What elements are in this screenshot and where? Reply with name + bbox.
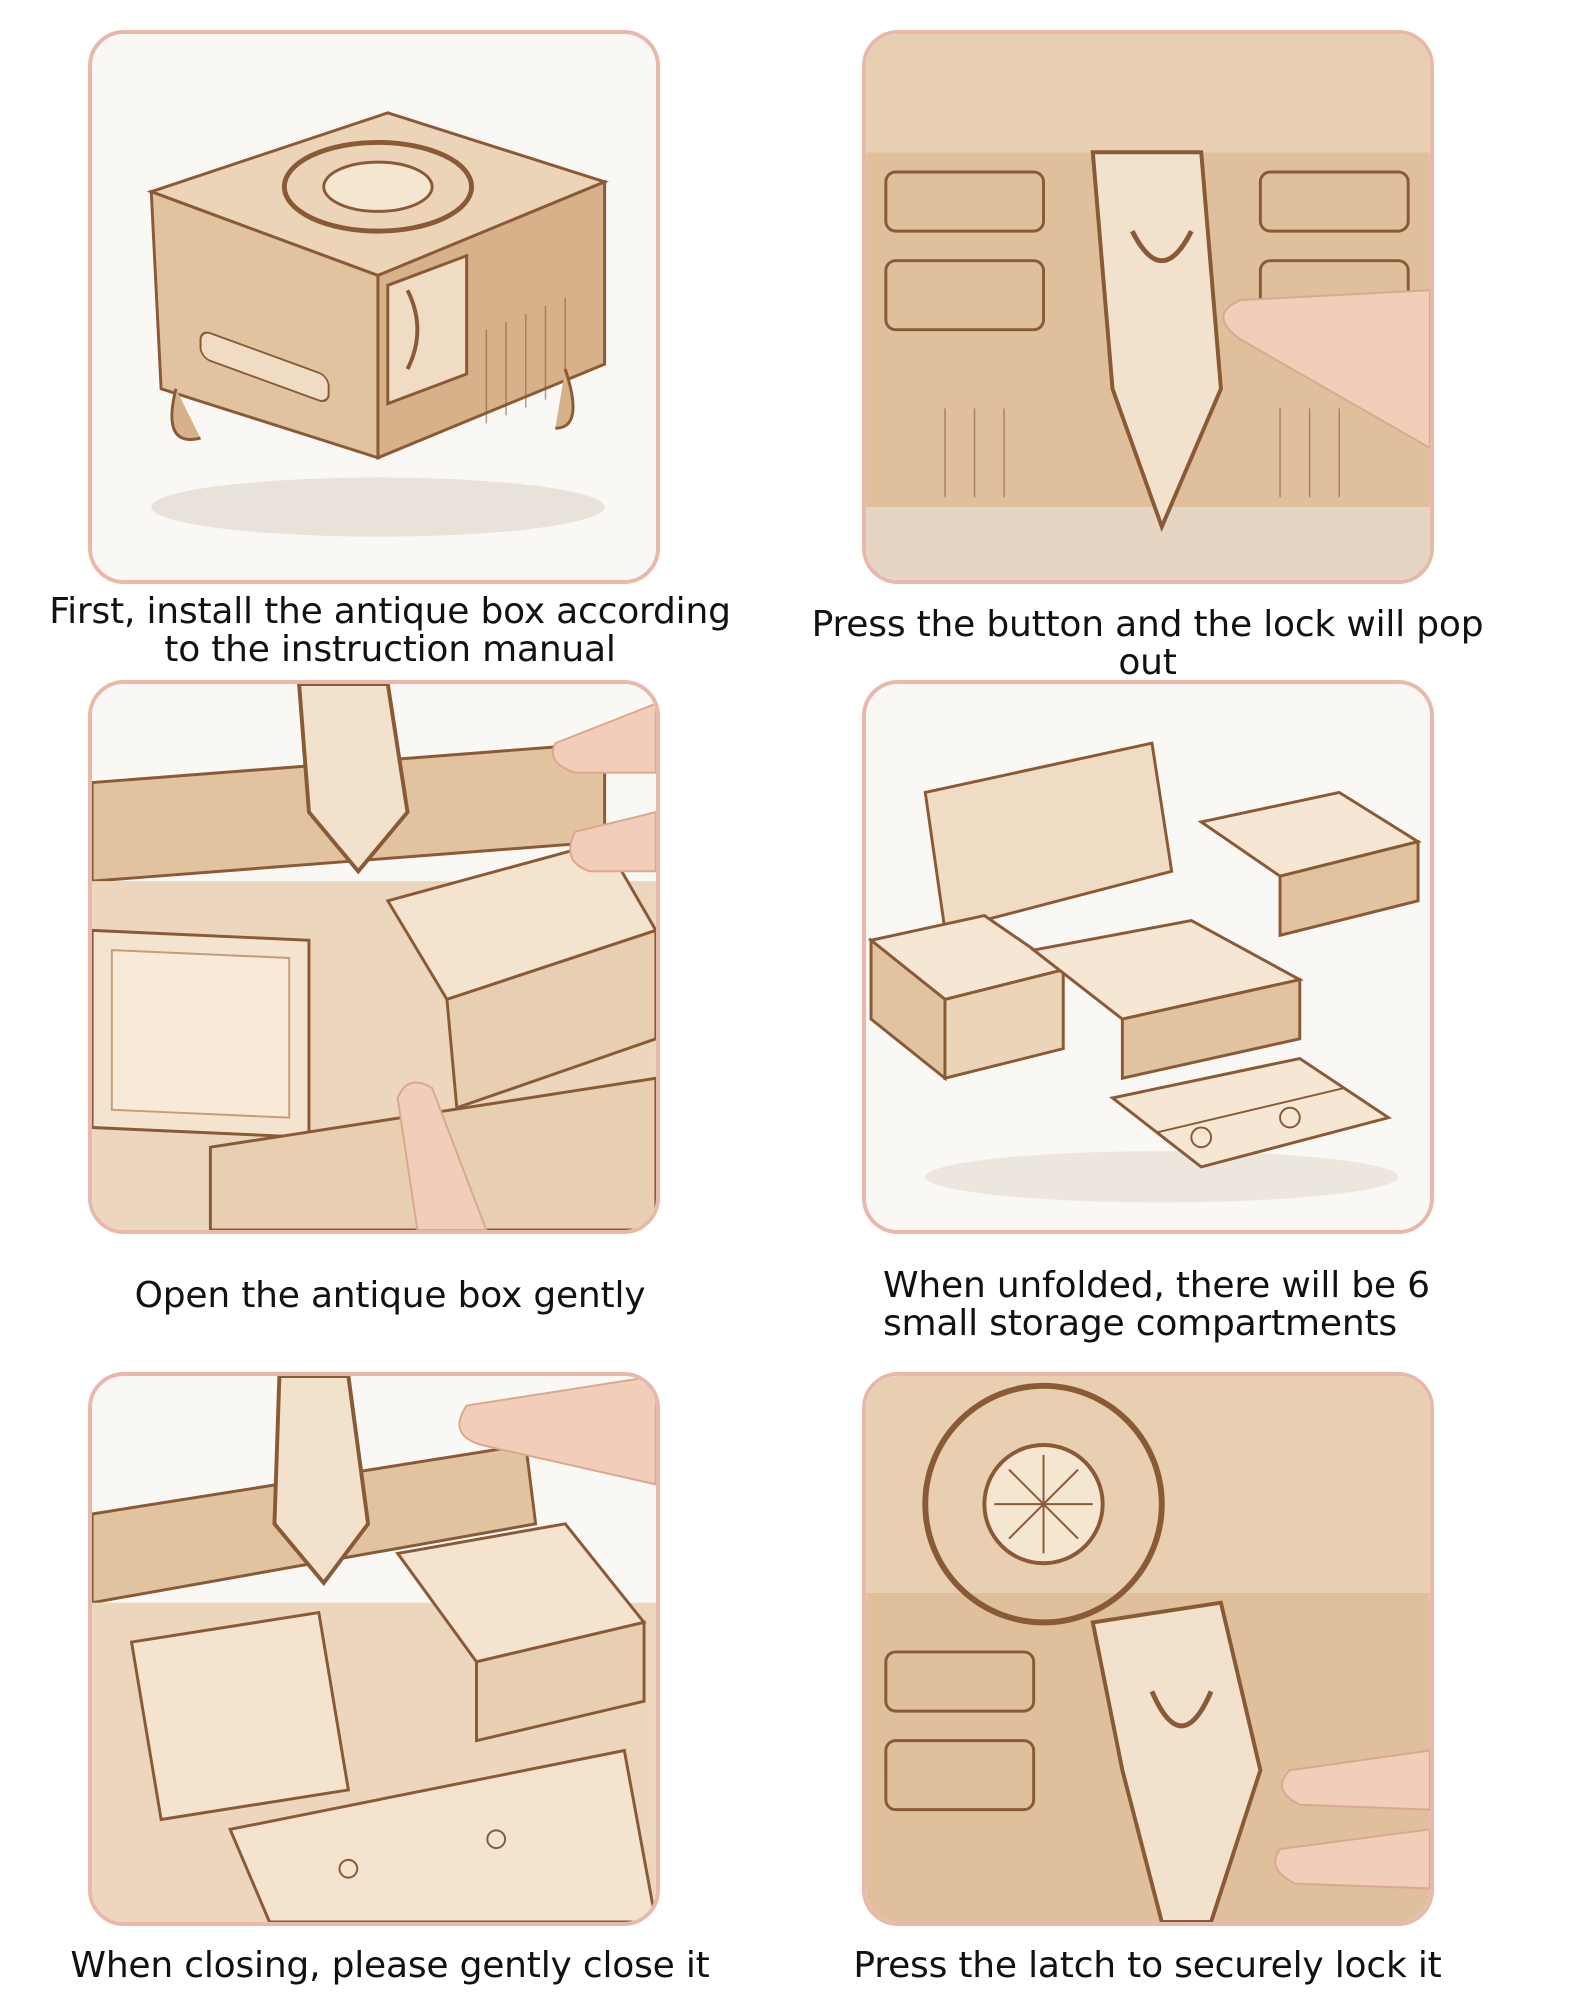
caption-panel-6: Press the latch to securely lock it <box>790 1947 1505 1985</box>
closing-box-illustration <box>92 1376 656 1922</box>
photo-unfolded-compartments <box>862 680 1434 1234</box>
photo-open-box <box>88 680 660 1234</box>
caption-line: to the instruction manual <box>164 629 616 670</box>
lock-latch-illustration <box>866 1376 1430 1922</box>
caption-line: First, install the antique box according <box>49 591 731 632</box>
open-box-illustration <box>92 684 656 1230</box>
caption-panel-2: Press the button and the lock will pop o… <box>790 606 1505 682</box>
caption-line: Press the latch to securely lock it <box>853 1945 1442 1986</box>
caption-line: Open the antique box gently <box>134 1275 646 1316</box>
photo-closing-box <box>88 1372 660 1926</box>
caption-line: Press the button and the lock will pop o… <box>811 604 1484 683</box>
caption-line: When closing, please gently close it <box>70 1945 710 1986</box>
photo-lock-latch <box>862 1372 1434 1926</box>
caption-panel-3: Open the antique box gently <box>40 1277 740 1315</box>
photo-closed-box <box>88 30 660 584</box>
caption-panel-5: When closing, please gently close it <box>40 1947 740 1985</box>
closed-box-illustration <box>92 34 656 580</box>
press-button-illustration <box>866 34 1430 580</box>
caption-panel-1: First, install the antique box according… <box>40 593 740 669</box>
caption-line: When unfolded, there will be 6 <box>883 1265 1430 1306</box>
unfolded-compartments-illustration <box>866 684 1430 1230</box>
caption-panel-4: When unfolded, there will be 6 small sto… <box>883 1267 1503 1343</box>
caption-line: small storage compartments <box>883 1303 1397 1344</box>
photo-press-button <box>862 30 1434 584</box>
